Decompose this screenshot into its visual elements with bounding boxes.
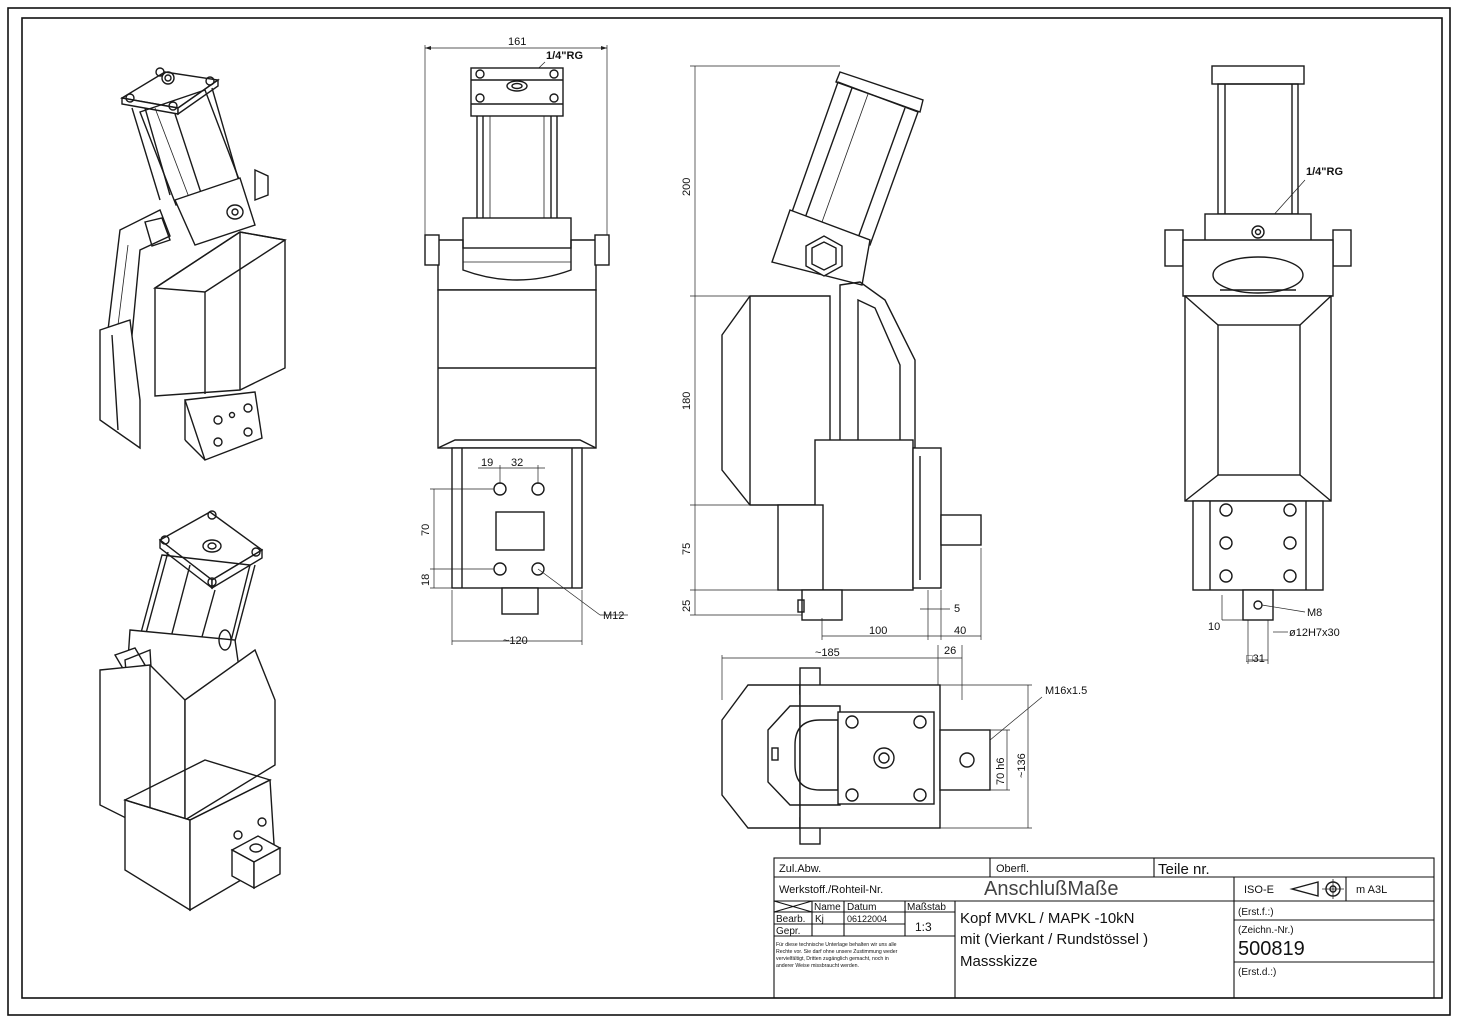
- side-view: 200 180 75 25 5 100 40: [681, 65, 982, 640]
- front-view: 161 1/4"RG 19 32: [420, 36, 628, 647]
- tb-zul-abw: Zul.Abw.: [779, 863, 821, 875]
- tb-bearb: Bearb.: [776, 914, 805, 925]
- tb-oberfl: Oberfl.: [996, 863, 1029, 875]
- tb-drawing-number: 500819: [1238, 938, 1305, 960]
- dim-19: 19: [481, 457, 493, 469]
- dim-thread-top: 1/4"RG: [546, 50, 583, 62]
- dim-200: 200: [681, 178, 693, 196]
- tb-teile-nr: Teile nr.: [1158, 861, 1210, 878]
- dim-70: 70: [420, 524, 432, 536]
- tb-desc-line3: Massskizze: [960, 953, 1038, 970]
- tb-gepr: Gepr.: [776, 926, 800, 937]
- tb-anschluss: AnschlußMaße: [984, 878, 1119, 900]
- top-view: ~185 26 M16x1.5 70 h6 ~136: [721, 645, 1087, 845]
- tb-notice-3: vervielfältigt, Dritten zugänglich gemac…: [776, 956, 889, 962]
- dim-26: 26: [944, 645, 956, 657]
- tb-col-massstab: Maßstab: [907, 902, 946, 913]
- tb-iso-e: ISO-E: [1244, 884, 1274, 896]
- tb-notice-2: Rechte vor. Sie darf ohne unsere Zustimm…: [776, 949, 898, 955]
- tb-bearb-datum: 06122004: [847, 914, 887, 924]
- tb-erst-f: (Erst.f.:): [1238, 907, 1274, 918]
- tb-desc-line1: Kopf MVKL / MAPK -10kN: [960, 910, 1135, 927]
- tb-werkstoff: Werkstoff./Rohteil-Nr.: [779, 884, 883, 896]
- dim-185: ~185: [815, 647, 840, 659]
- dim-32: 32: [511, 457, 523, 469]
- dim-m16: M16x1.5: [1045, 685, 1087, 697]
- projection-symbol-icon: [1289, 879, 1344, 899]
- dim-180: 180: [681, 392, 693, 410]
- dim-161: 161: [508, 36, 526, 48]
- tb-desc-line2: mit (Vierkant / Rundstössel ): [960, 931, 1148, 948]
- rear-view: 1/4"RG M8 10 ø12H7x30 □3: [1164, 65, 1352, 665]
- dim-136: ~136: [1016, 753, 1028, 778]
- tb-bearb-name: Kj: [815, 914, 824, 925]
- tb-erst-d: (Erst.d.:): [1238, 967, 1276, 978]
- dim-thread-right: 1/4"RG: [1306, 166, 1343, 178]
- tb-zeichn-nr: (Zeichn.-Nr.): [1238, 925, 1294, 936]
- dim-pin: ø12H7x30: [1289, 627, 1340, 639]
- dim-sq31: □31: [1246, 653, 1265, 665]
- title-block: Zul.Abw. Oberfl. Teile nr. Werkstoff./Ro…: [773, 857, 1435, 999]
- isometric-view-bottom: [99, 510, 282, 912]
- dim-m8: M8: [1307, 607, 1322, 619]
- tb-col-name: Name: [814, 902, 841, 913]
- dim-40: 40: [954, 625, 966, 637]
- dim-100: 100: [869, 625, 887, 637]
- tb-scale: 1:3: [915, 920, 932, 934]
- tb-notice-1: Für diese technische Unterlage behalten …: [776, 942, 897, 948]
- dim-5: 5: [954, 603, 960, 615]
- dim-75: 75: [681, 543, 693, 555]
- dim-18: 18: [420, 574, 432, 586]
- dim-10: 10: [1208, 621, 1220, 633]
- isometric-view-top: [99, 67, 287, 461]
- sheet-border-outer: [7, 7, 1451, 1016]
- tb-notice-4: anderer Weise missbraucht werden.: [776, 963, 859, 969]
- dim-m12: M12: [603, 610, 624, 622]
- sheet-border-inner: [21, 17, 1443, 999]
- dim-70h6: 70 h6: [995, 757, 1007, 785]
- tb-m-a3l: m A3L: [1356, 884, 1387, 896]
- tb-col-datum: Datum: [847, 902, 876, 913]
- dim-25: 25: [681, 600, 693, 612]
- dim-120: ~120: [503, 635, 528, 647]
